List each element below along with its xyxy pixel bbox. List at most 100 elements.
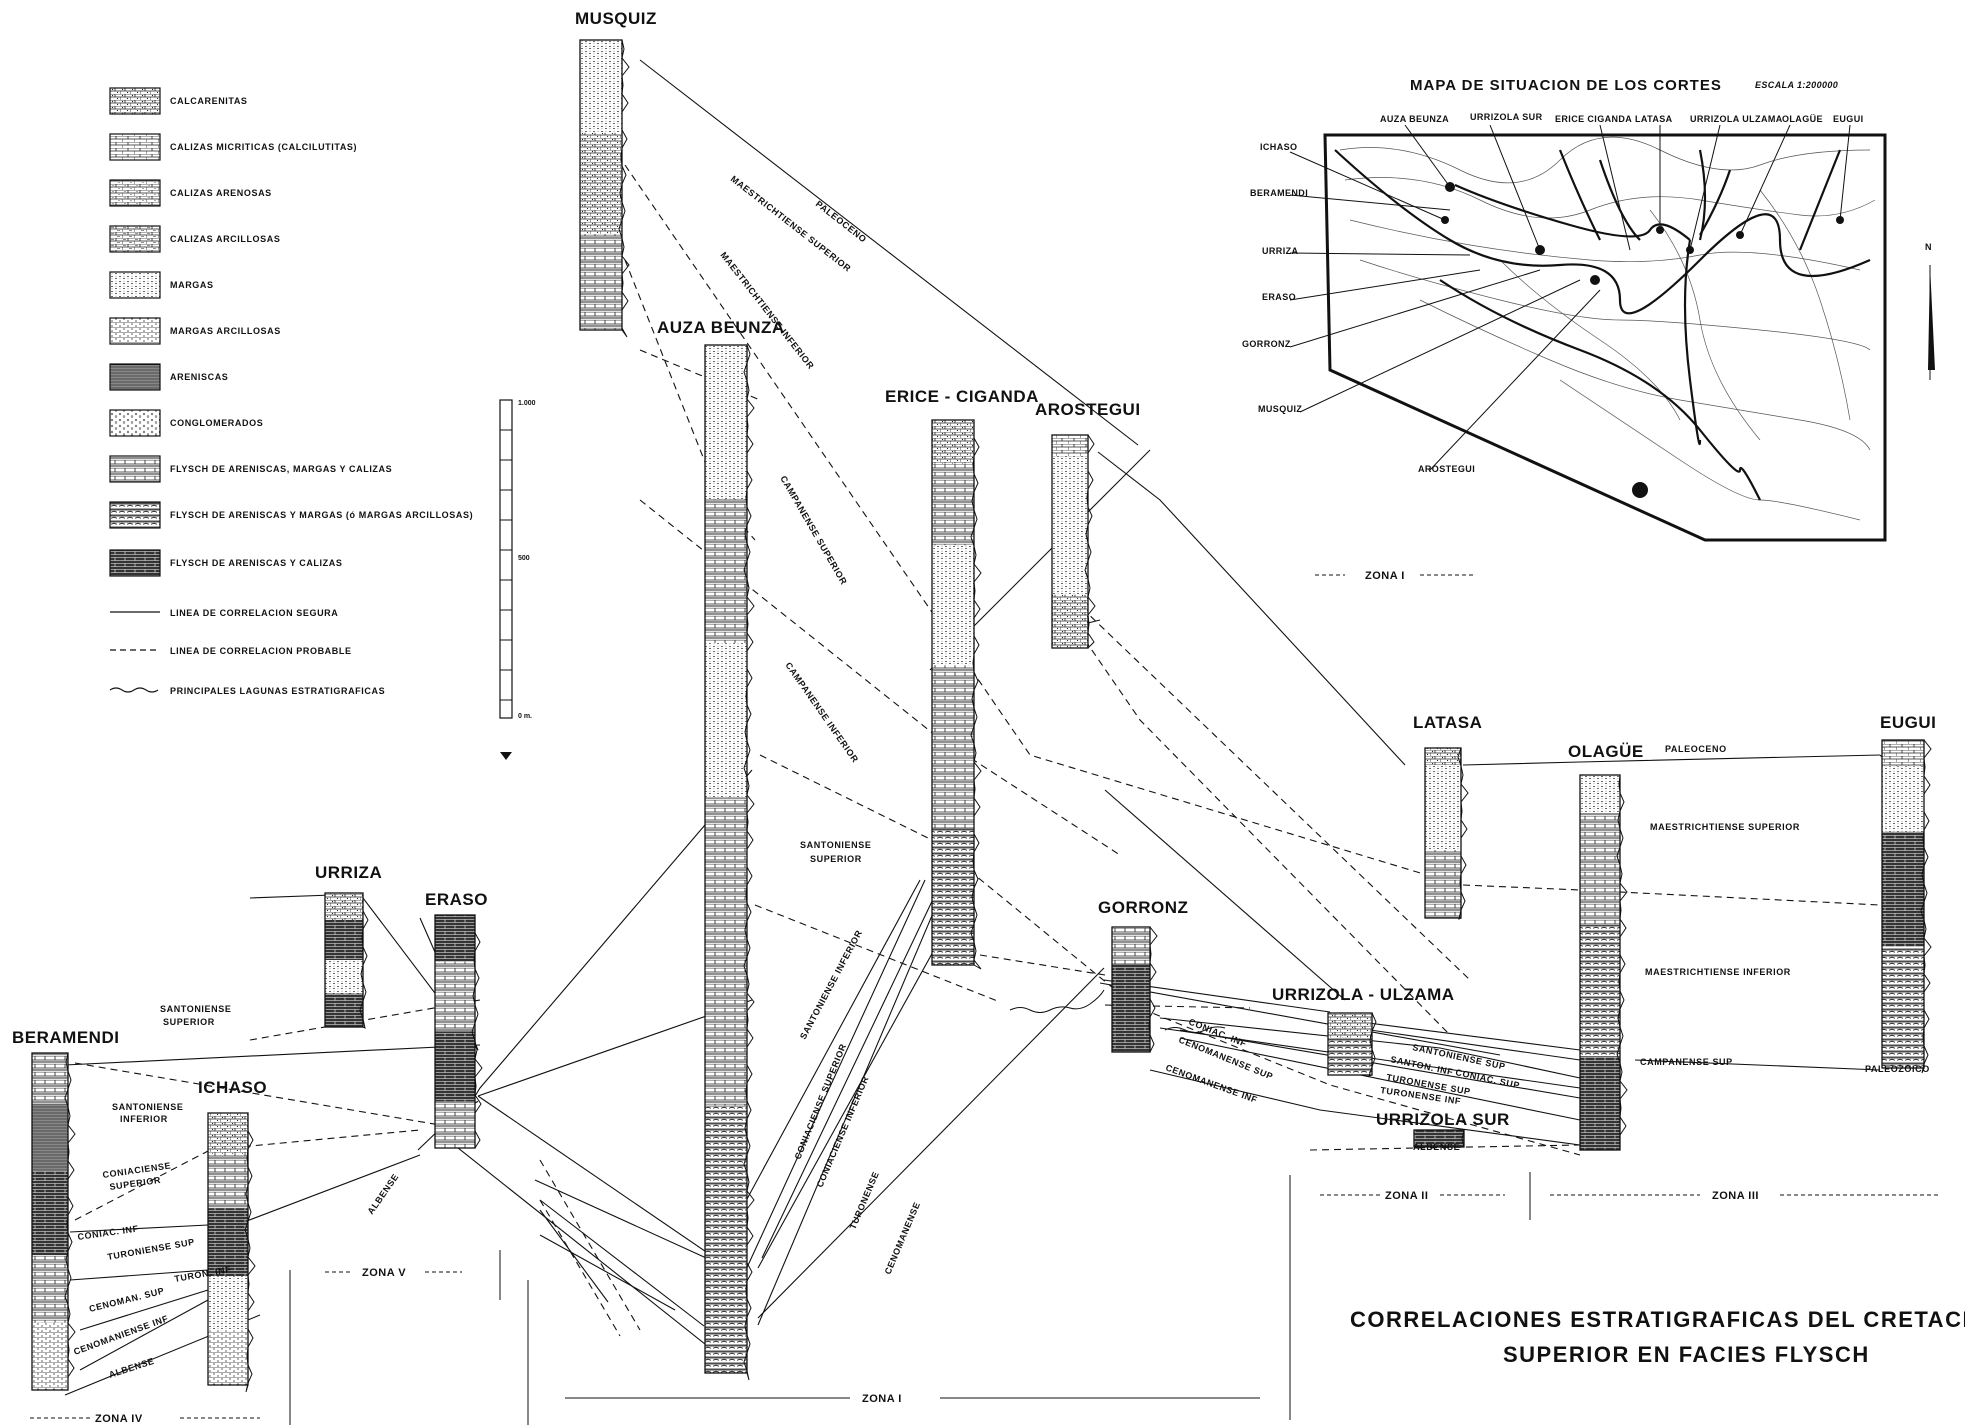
column-segment <box>208 1208 248 1277</box>
scale-label-mid: 500 <box>518 555 530 562</box>
ber-unit-coniac-inf: CONIAC. INF <box>77 1224 139 1242</box>
legend-swatch-calcarenitas <box>109 87 161 115</box>
column-outline <box>324 892 364 1028</box>
map-label-beramendi: BERAMENDI <box>1250 188 1308 198</box>
scale-label-top: 1.000 <box>518 400 536 407</box>
figure-title: CORRELACIONES ESTRATIGRAFICAS DEL CRETAC… <box>1350 1307 1965 1367</box>
north-arrow-label: N <box>1925 242 1932 252</box>
column-segment <box>1580 775 1620 813</box>
legend-swatch-arenosas <box>109 179 161 207</box>
column-segment <box>932 665 974 829</box>
legend-swatch-micriticas <box>109 133 161 161</box>
column-profile-edge <box>1461 1129 1465 1148</box>
column-outline <box>931 419 975 966</box>
column-urrizola-sur <box>1413 1129 1465 1148</box>
column-olague <box>1579 774 1628 1151</box>
map-label-urriza: URRIZA <box>1262 246 1298 256</box>
column-erice <box>931 419 982 970</box>
column-segment <box>705 643 747 798</box>
column-label-arostegui: AROSTEGUI <box>1035 400 1141 419</box>
column-segment <box>1328 1037 1372 1075</box>
column-segment <box>325 893 363 920</box>
column-segment <box>32 1053 68 1104</box>
column-label-beramendi: BERAMENDI <box>12 1028 119 1047</box>
legend-swatch-margasarc <box>109 317 161 345</box>
column-label-ichaso: ICHASO <box>198 1078 267 1097</box>
ber-unit-santoniense-sup: SANTONIENSE <box>160 1004 231 1014</box>
ola-unit-campanense-sup: CAMPANENSE SUP <box>1640 1057 1733 1067</box>
map-label-ichaso: ICHASO <box>1260 142 1297 152</box>
column-segment <box>435 961 475 1032</box>
column-urriza <box>324 892 369 1029</box>
unit-santoniense-inferior: SANTONIENSE INFERIOR <box>798 928 864 1041</box>
map-label-eraso: ERASO <box>1262 292 1296 302</box>
column-segment <box>208 1276 248 1331</box>
map-label-musquiz: MUSQUIZ <box>1258 404 1302 414</box>
column-outline <box>31 1052 69 1391</box>
ber-unit-cenoman-sup: CENOMAN. SUP <box>88 1286 165 1314</box>
map-label-urrizola-sur: URRIZOLA SUR <box>1470 112 1543 122</box>
map-label-gorronz: GORRONZ <box>1242 339 1291 349</box>
legend-label: CALIZAS ARENOSAS <box>170 188 272 198</box>
column-segment <box>580 40 622 133</box>
unit-campanense-superior: CAMPANENSE SUPERIOR <box>778 474 849 587</box>
column-eraso <box>434 914 483 1149</box>
column-profile-edge <box>1920 739 1932 1074</box>
ber-unit-turoniense-sup: TURONIENSE SUP <box>107 1237 196 1262</box>
column-segment <box>325 919 363 960</box>
column-segment <box>932 828 974 965</box>
unit-maestrichtiense-superior: MAESTRICHTIENSE SUPERIOR <box>729 174 853 274</box>
column-segment <box>1580 812 1620 925</box>
column-label-erice: ERICE - CIGANDA <box>885 387 1039 406</box>
column-label-olague: OLAGÜE <box>1568 742 1644 761</box>
legend-label: MARGAS ARCILLOSAS <box>170 326 281 336</box>
column-eugui <box>1881 739 1932 1074</box>
column-segment <box>435 915 475 962</box>
ber-unit-cenomaniense-inf: CENOMANIENSE INF <box>72 1313 169 1357</box>
column-segment <box>325 960 363 994</box>
unit-superior: SUPERIOR <box>810 854 862 864</box>
title-line-2: SUPERIOR EN FACIES FLYSCH <box>1503 1342 1870 1367</box>
unit-santoniense: SANTONIENSE <box>800 840 871 850</box>
column-segment <box>1425 765 1461 850</box>
column-label-eugui: EUGUI <box>1880 713 1936 732</box>
map-label-olague: OLAGÜE <box>1782 114 1823 124</box>
legend-swatch-flysch1 <box>109 455 161 483</box>
legend-label: FLYSCH DE ARENISCAS Y MARGAS (ó MARGAS A… <box>170 510 473 520</box>
legend-swatch-conglomerados <box>109 409 161 437</box>
column-profile-edge <box>970 420 982 970</box>
column-profile-edge <box>1457 747 1469 920</box>
column-segment <box>208 1113 248 1154</box>
uz-unit-albense: ALBENSE <box>1413 1142 1460 1152</box>
column-segment <box>32 1322 68 1390</box>
legend-label: CALCARENITAS <box>170 96 248 106</box>
column-label-urrizola-ulzama: URRIZOLA - ULZAMA <box>1272 985 1455 1004</box>
map-left-labels: ICHASO BERAMENDI URRIZA ERASO GORRONZ MU… <box>1242 142 1475 474</box>
column-segment <box>32 1103 68 1171</box>
north-arrow: N <box>1925 242 1935 380</box>
map-point-pamplona <box>1632 482 1648 498</box>
column-profile-edge <box>244 1113 256 1393</box>
ber-unit-santoniense-inf: SANTONIENSE <box>112 1102 183 1112</box>
column-segment <box>435 1101 475 1148</box>
legend-swatch-arcillosas <box>109 225 161 253</box>
map-label-urrizola-ulzama: URRIZOLA ULZAMA <box>1690 114 1783 124</box>
vertical-scale-bar: 1.000 500 0 m. <box>499 399 536 760</box>
legend-label: LINEA DE CORRELACION SEGURA <box>170 608 338 618</box>
column-label-latasa: LATASA <box>1413 713 1482 732</box>
legend-label: FLYSCH DE ARENISCAS Y CALIZAS <box>170 558 342 568</box>
column-segment <box>1414 1130 1464 1147</box>
eugui-unit-paleozoico: PALEOZOICO <box>1865 1064 1930 1074</box>
column-segment <box>1425 748 1461 765</box>
column-segment <box>435 1031 475 1102</box>
zone-label-zona-i-bottom: ZONA I <box>862 1393 902 1405</box>
column-outline <box>207 1112 249 1386</box>
ber-unit-coniaciense: CONIACIENSE <box>102 1160 172 1180</box>
column-segment <box>1052 594 1088 648</box>
column-profile-edge <box>1368 1012 1377 1077</box>
ola-unit-maestrichtiense-superior: MAESTRICHTIENSE SUPERIOR <box>1650 822 1800 832</box>
ber-unit-albense: ALBENSE <box>108 1356 156 1380</box>
legend-swatch-areniscas <box>109 363 161 391</box>
correlation-lines-dashed <box>74 164 1881 1337</box>
